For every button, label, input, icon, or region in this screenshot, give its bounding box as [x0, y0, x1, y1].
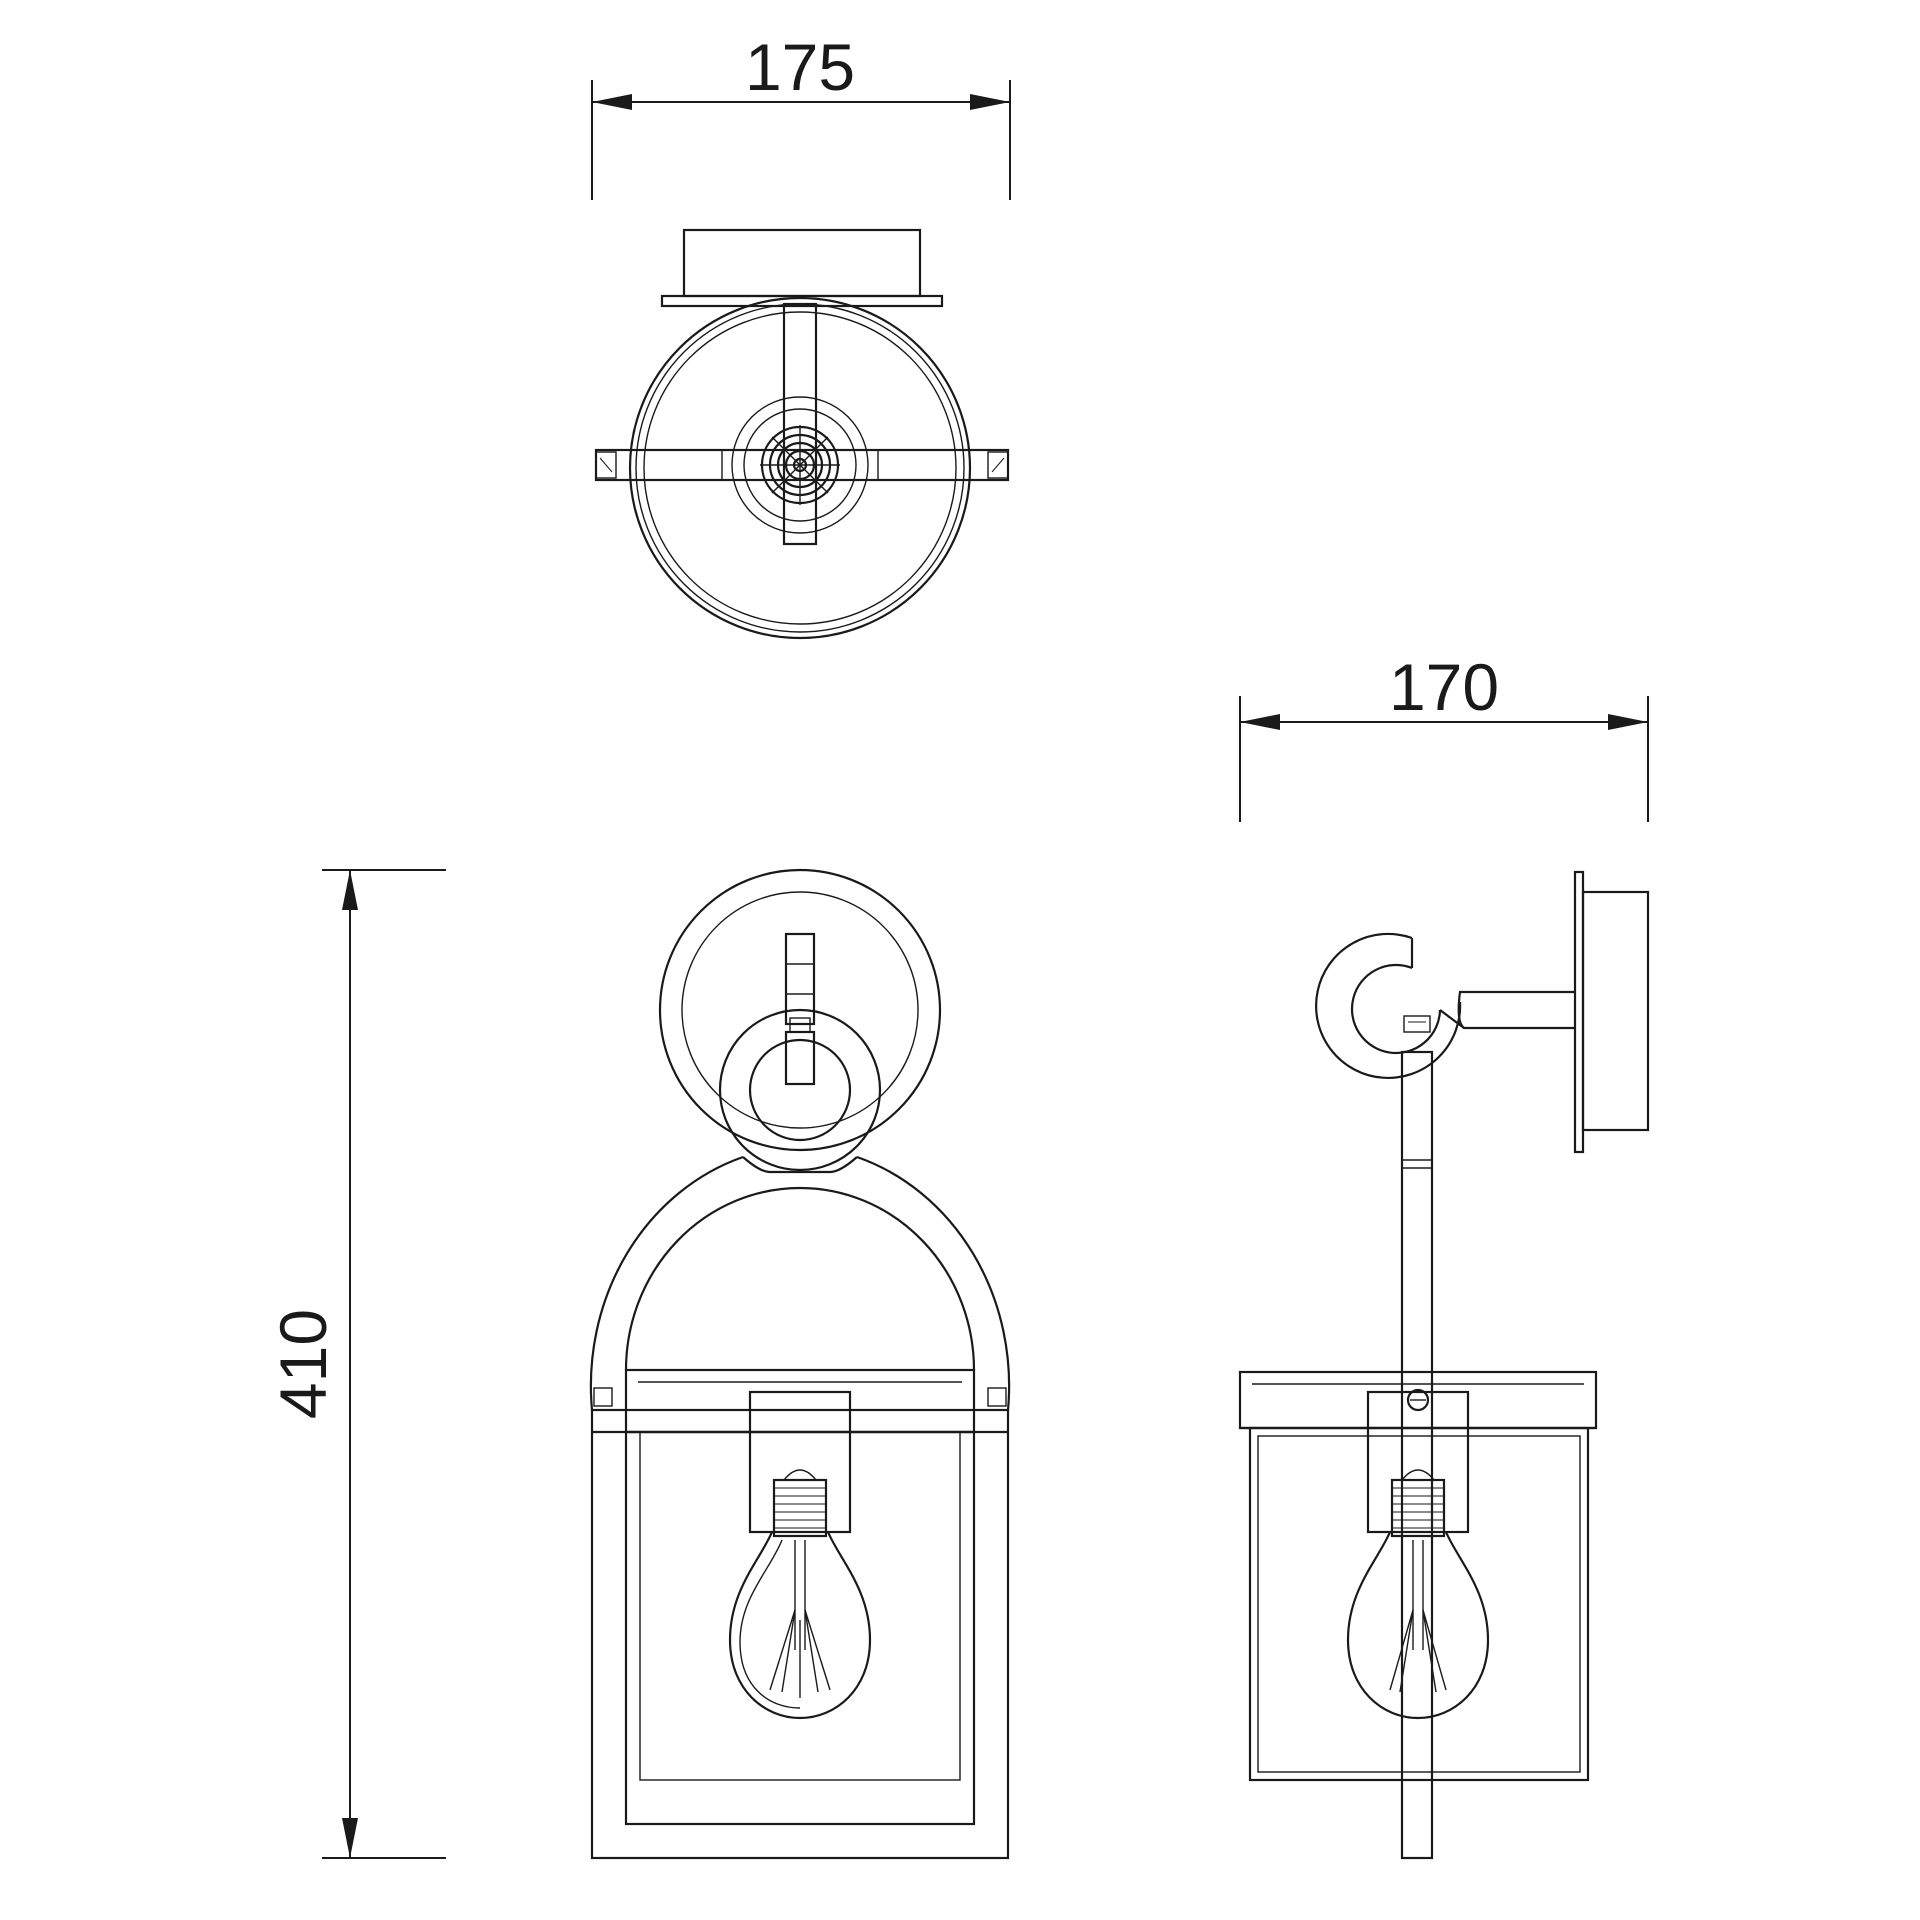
front-bulb [728, 1469, 872, 1720]
dimension-height: 410 [266, 869, 446, 1859]
dimension-side-depth-label: 170 [1389, 650, 1499, 724]
side-bulb [1346, 1469, 1490, 1720]
front-view: 410 [266, 868, 1011, 1860]
dimension-top-width-label: 175 [745, 30, 855, 104]
dimension-height-label: 410 [266, 1309, 340, 1419]
dimension-top-width: 175 [591, 30, 1011, 200]
side-view: 170 [1238, 650, 1650, 1860]
dimension-side-depth: 170 [1239, 650, 1649, 822]
top-view: 175 [591, 30, 1011, 640]
